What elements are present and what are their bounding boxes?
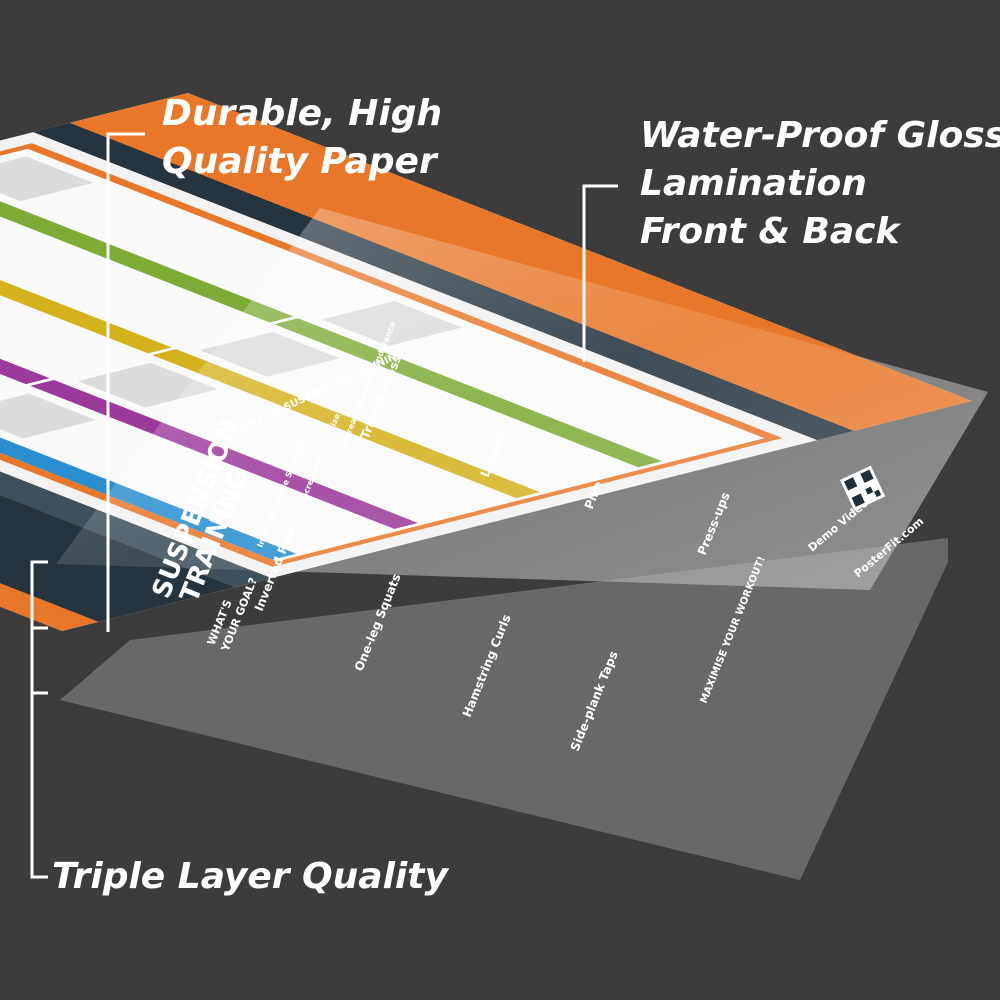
- bottom-laminate-layer: [60, 538, 948, 880]
- lamination-callout-line1: Water-Proof Gloss: [640, 115, 1000, 156]
- paper-callout-line1: Durable, High: [162, 93, 443, 134]
- triple-layer-bracket: [30, 560, 48, 879]
- lamination-callout-line2: Lamination: [640, 163, 867, 204]
- qr-code: [840, 465, 886, 511]
- exercise-band-3-0: [0, 173, 294, 323]
- lamination-leader-line: [582, 184, 618, 362]
- triple-layer-callout: Triple Layer Quality: [52, 853, 448, 901]
- lamination-callout: Water-Proof Gloss Lamination Front & Bac…: [640, 112, 1000, 256]
- muscle-diagram-0-1: [0, 393, 97, 439]
- paper-callout-line2: Quality Paper: [162, 141, 437, 182]
- triple-layer-callout-text: Triple Layer Quality: [52, 856, 448, 897]
- muscle-diagram-3-0: [0, 156, 94, 202]
- exercise-band-2-0: [0, 204, 172, 354]
- paper-leader-line: [106, 132, 145, 632]
- lamination-callout-line3: Front & Back: [640, 211, 900, 252]
- paper-callout: Durable, High Quality Paper: [162, 90, 442, 186]
